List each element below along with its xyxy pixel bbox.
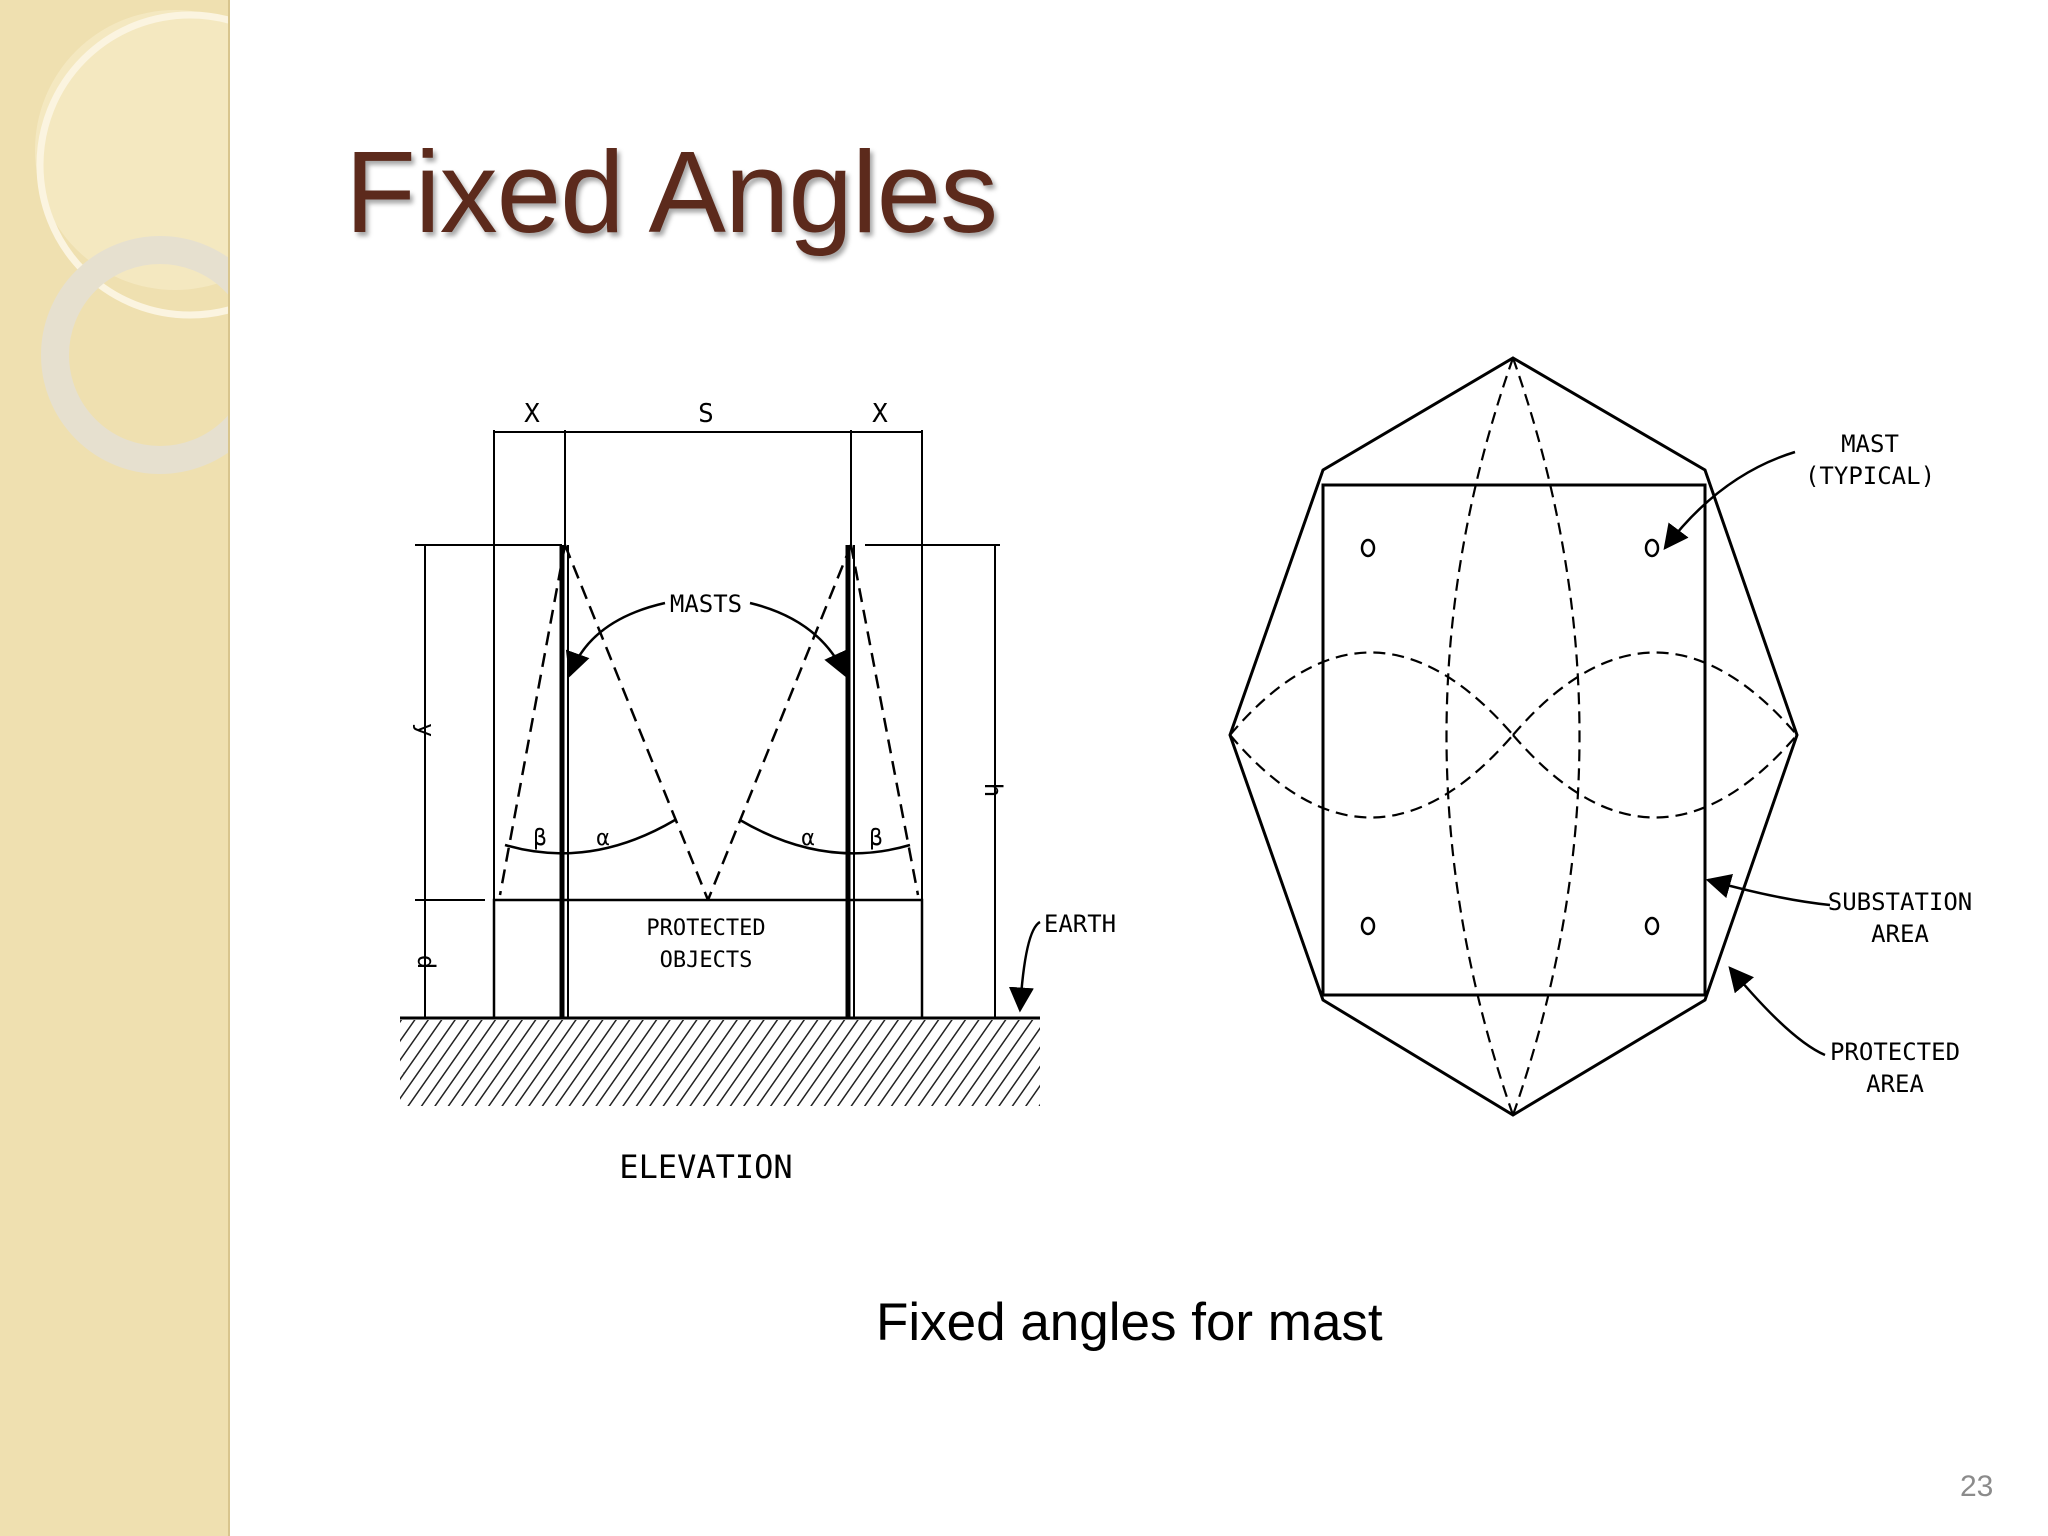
protected-area-leader: [1728, 966, 1826, 1057]
protection-cones: [498, 544, 920, 901]
plan-view: [1228, 356, 1831, 1117]
protected-area-outline: [1228, 356, 1799, 1117]
substation-area-square: [1321, 483, 1707, 997]
mast-label-line1: MAST: [1841, 430, 1899, 458]
dim-x-left-label: X: [524, 399, 540, 429]
protected-area-label-line2: AREA: [1866, 1070, 1924, 1098]
angle-beta-right-label: β: [869, 826, 882, 851]
elevation-view-label: ELEVATION: [619, 1148, 792, 1186]
earth-label: EARTH: [1044, 910, 1116, 938]
substation-label-line1: SUBSTATION: [1828, 888, 1973, 916]
mast-label-line2: (TYPICAL): [1805, 462, 1935, 490]
angle-alpha-left-label: α: [596, 826, 609, 851]
figure-caption: Fixed angles for mast: [876, 1293, 1383, 1352]
mast-marker: [1360, 916, 1376, 936]
right-angle-arc: [739, 818, 911, 855]
masts-leader-left: [565, 601, 666, 678]
dim-y-label: y: [412, 723, 440, 737]
mast-marker: [1644, 538, 1660, 558]
protected-area-label-line1: PROTECTED: [1830, 1038, 1960, 1066]
dim-x-right-label: X: [872, 399, 888, 429]
protection-zones: [1229, 357, 1798, 1116]
masts-label: MASTS: [670, 590, 742, 618]
earth-hatch: [400, 1020, 1040, 1106]
elevation-view: [400, 430, 1041, 1106]
slide-title: Fixed Angles: [345, 127, 998, 257]
substation-leader: [1705, 873, 1831, 907]
page-number: 23: [1960, 1470, 1994, 1503]
dim-h-label: h: [979, 783, 1007, 797]
left-angle-arc: [504, 818, 676, 855]
dim-d-label: d: [412, 955, 440, 969]
protected-objects-line1: PROTECTED: [646, 916, 765, 941]
mast-marker: [1644, 916, 1660, 936]
masts-leader-right: [749, 601, 848, 678]
decorative-sidebar: [0, 0, 230, 1536]
earth-leader: [1008, 920, 1041, 1013]
substation-label-line2: AREA: [1871, 920, 1929, 948]
angle-beta-left-label: β: [533, 826, 546, 851]
angle-alpha-right-label: α: [801, 826, 814, 851]
sidebar-rings-graphic: [35, 10, 228, 474]
protected-objects-line2: OBJECTS: [660, 948, 753, 973]
dim-s-label: S: [698, 399, 714, 429]
mast-leader: [1663, 450, 1796, 550]
mast-marker: [1360, 538, 1376, 558]
